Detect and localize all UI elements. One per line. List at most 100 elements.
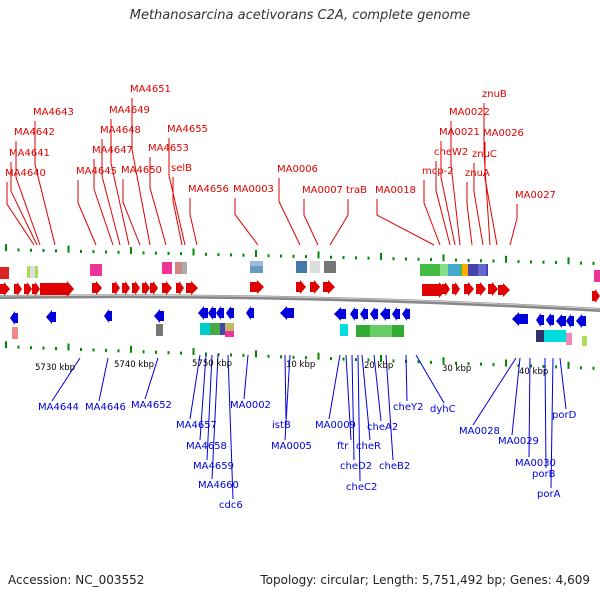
forward-gene-label: znuA [465, 168, 490, 179]
forward-gene-arrow [186, 281, 198, 295]
forward-gene-callout [278, 178, 301, 246]
feature-block [296, 261, 307, 273]
forward-gene-label: MA4640 [5, 168, 46, 179]
feature-block [310, 261, 320, 273]
reverse-gene-arrow [392, 307, 400, 321]
feature-block [162, 262, 172, 274]
forward-gene-label: MA4650 [121, 165, 162, 176]
forward-gene-callout [466, 182, 473, 246]
forward-gene-callout [234, 198, 259, 246]
scale-label: 5750 kbp [192, 359, 232, 369]
forward-gene-callout [168, 138, 186, 246]
scale-label: 40 kbp [519, 367, 548, 377]
forward-gene-label: mcp-2 [422, 166, 454, 177]
forward-gene-label: MA4648 [100, 125, 141, 136]
reverse-gene-arrow [546, 313, 554, 327]
reverse-gene-callout [357, 354, 361, 482]
forward-gene-arrow [422, 282, 446, 298]
forward-gene-callout [77, 180, 97, 246]
forward-gene-label: MA0021 [439, 127, 480, 138]
reverse-gene-callout [206, 354, 213, 461]
forward-gene-arrow [150, 281, 158, 295]
forward-gene-arrow [162, 281, 172, 295]
reverse-gene-label: MA0005 [271, 441, 312, 452]
forward-gene-label: MA0027 [515, 190, 556, 201]
reverse-gene-callout [373, 354, 382, 422]
reverse-gene-callout [211, 354, 219, 480]
forward-gene-arrow [122, 281, 130, 295]
reverse-gene-callout [528, 357, 531, 458]
forward-gene-callout [423, 180, 441, 246]
reverse-gene-arrow [370, 307, 378, 321]
forward-gene-label: MA0018 [375, 185, 416, 196]
forward-gene-label: znuB [482, 89, 507, 100]
feature-block [225, 331, 234, 337]
forward-gene-label: traB [346, 185, 367, 196]
forward-gene-label: MA4647 [92, 145, 133, 156]
forward-gene-label: MA0006 [277, 164, 318, 175]
reverse-gene-callout [199, 354, 207, 441]
backbone-line [0, 294, 600, 312]
reverse-gene-arrow [46, 310, 56, 324]
gene-labels: MA4640MA4641MA4642MA4643MA4645MA4647MA46… [5, 84, 577, 511]
forward-gene-callout [10, 162, 38, 246]
reverse-gene-label: MA0030 [515, 458, 556, 469]
feature-block [582, 336, 587, 346]
forward-gene-arrow [92, 281, 102, 295]
forward-gene-arrow [442, 282, 450, 296]
feature-block [478, 264, 486, 276]
accession-text: Accession: NC_003552 [8, 573, 145, 587]
scale-label: 20 kbp [364, 361, 393, 371]
forward-gene-label: MA4651 [130, 84, 171, 95]
feature-block [200, 323, 210, 335]
backbone-highlight [0, 294, 600, 310]
reverse-gene-label: MA4658 [186, 441, 227, 452]
forward-gene-arrow [323, 280, 335, 294]
forward-gene-arrow [488, 282, 498, 296]
gene-arrows [0, 280, 600, 328]
forward-gene-callout [101, 139, 121, 246]
map-title: Methanosarcina acetivorans C2A, complete… [129, 8, 471, 23]
forward-gene-arrow [32, 282, 40, 296]
gene-callouts [6, 98, 567, 500]
reverse-gene-label: cheA2 [367, 422, 398, 433]
reverse-gene-callout [511, 357, 521, 436]
reverse-gene-arrow [512, 312, 528, 326]
forward-gene-callout [329, 199, 349, 246]
reverse-gene-label: porA [537, 489, 561, 500]
reverse-gene-callout [189, 354, 201, 420]
forward-gene-callout [172, 177, 183, 246]
forward-gene-callout [15, 141, 41, 246]
forward-gene-label: MA4655 [167, 124, 208, 135]
feature-block [544, 330, 566, 342]
feature-block [250, 261, 263, 266]
reverse-gene-label: porD [552, 410, 577, 421]
reverse-gene-arrow [334, 307, 346, 321]
forward-gene-arrow [464, 282, 474, 296]
scale-label: 5730 kbp [35, 363, 75, 373]
reverse-gene-label: MA4644 [38, 402, 79, 413]
reverse-gene-label: MA4660 [198, 480, 239, 491]
feature-block [182, 262, 187, 274]
reverse-gene-arrow [360, 307, 368, 321]
reverse-gene-arrow [402, 307, 410, 321]
feature-block [566, 333, 572, 345]
forward-gene-arrow [250, 280, 264, 294]
forward-gene-callout [450, 121, 461, 246]
reverse-gene-arrow [216, 306, 224, 320]
forward-gene-arrow [452, 282, 460, 296]
feature-blocks [0, 261, 600, 346]
reverse-gene-label: MA0028 [459, 426, 500, 437]
forward-gene-callout [93, 159, 114, 246]
feature-block [370, 325, 392, 337]
scale-label: 30 kbp [442, 364, 471, 374]
genome-backbone [0, 294, 600, 312]
reverse-gene-arrow [556, 314, 566, 328]
forward-gene-callout [484, 142, 498, 246]
feature-block [462, 264, 468, 276]
reverse-gene-label: MA4659 [193, 461, 234, 472]
feature-block [12, 327, 18, 339]
forward-gene-label: MA0003 [233, 184, 274, 195]
feature-block [324, 261, 336, 273]
